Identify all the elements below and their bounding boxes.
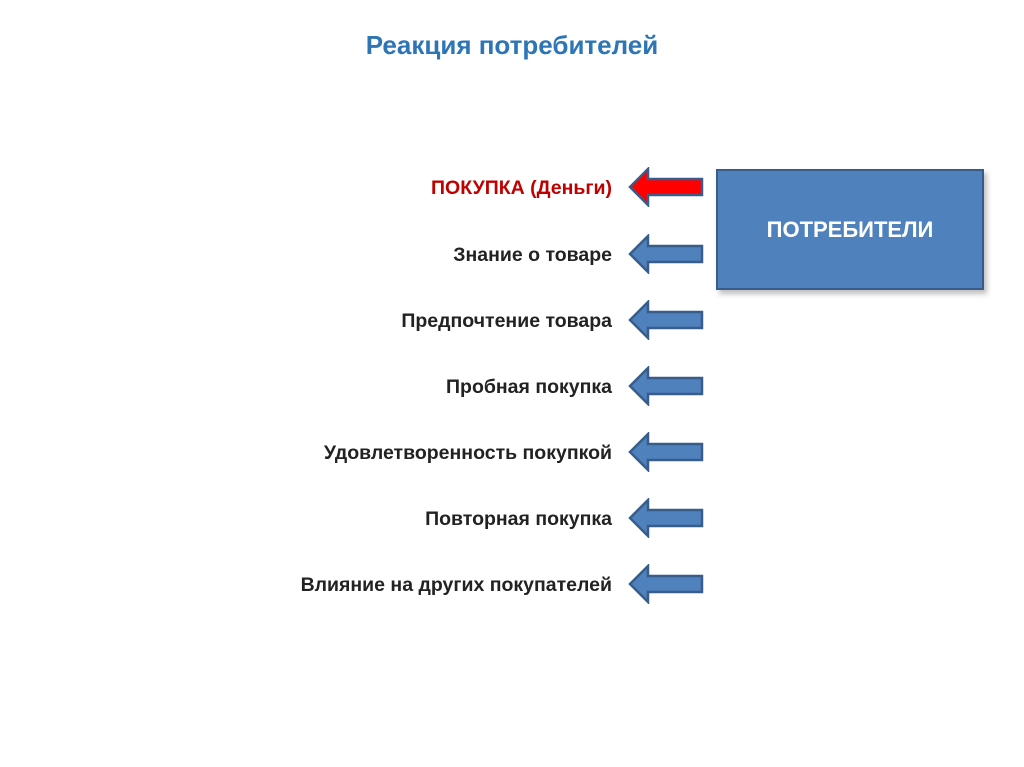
item-label-purchase: ПОКУПКА (Деньги) xyxy=(431,177,612,199)
consumers-box: ПОТРЕБИТЕЛИ xyxy=(716,169,984,290)
consumers-box-label: ПОТРЕБИТЕЛИ xyxy=(766,216,934,242)
left-arrow-icon xyxy=(628,234,704,274)
item-label-satisfaction: Удовлетворенность покупкой xyxy=(323,442,612,464)
left-arrow-icon xyxy=(628,300,704,340)
left-arrow-icon xyxy=(628,366,704,406)
item-label-repeat: Повторная покупка xyxy=(425,508,612,530)
left-arrow-icon xyxy=(628,564,704,604)
slide-title: Реакция потребителей xyxy=(365,30,659,60)
item-label-influence: Влияние на других покупателей xyxy=(300,574,612,596)
left-arrow-icon-highlight xyxy=(628,167,704,207)
left-arrow-icon xyxy=(628,498,704,538)
item-label-trial: Пробная покупка xyxy=(446,376,612,398)
left-arrow-icon xyxy=(628,432,704,472)
item-label-knowledge: Знание о товаре xyxy=(453,244,612,266)
item-label-preference: Предпочтение товара xyxy=(401,310,612,332)
